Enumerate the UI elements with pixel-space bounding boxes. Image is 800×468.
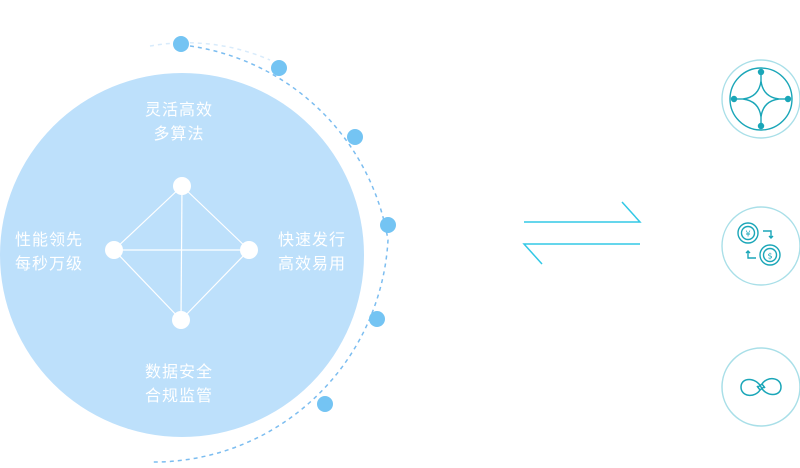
label-performance: 性能领先 每秒万级 bbox=[0, 228, 109, 276]
exchange-arrows-icon bbox=[522, 201, 642, 265]
orbit-dot bbox=[271, 60, 287, 76]
diamond-network-icon bbox=[721, 59, 800, 139]
orbit-dots bbox=[173, 36, 396, 412]
label-line: 数据安全 bbox=[144, 362, 213, 381]
label-line: 高效易用 bbox=[277, 254, 346, 273]
label-line: 每秒万级 bbox=[14, 254, 83, 273]
label-data-security: 数据安全 合规监管 bbox=[119, 360, 239, 408]
label-flexible-efficient: 灵活高效 多算法 bbox=[119, 98, 239, 146]
label-line: 多算法 bbox=[153, 124, 205, 143]
label-fast-issue: 快速发行 高效易用 bbox=[252, 228, 372, 276]
label-line: 快速发行 bbox=[277, 230, 346, 249]
orbit-dot bbox=[369, 311, 385, 327]
label-line: 性能领先 bbox=[14, 230, 83, 249]
node-right bbox=[240, 241, 258, 259]
svg-text:$: $ bbox=[767, 252, 772, 261]
diamond-network bbox=[113, 185, 250, 321]
node-left bbox=[105, 241, 123, 259]
outer-arc-top bbox=[149, 42, 271, 61]
node-top bbox=[173, 177, 191, 195]
outer-arc-right bbox=[149, 45, 389, 463]
label-line: 灵活高效 bbox=[144, 100, 213, 119]
orbit-dot bbox=[173, 36, 189, 52]
orbit-dot bbox=[380, 217, 396, 233]
outer-orbit bbox=[149, 42, 389, 463]
currency-exchange-icon: ¥ $ bbox=[721, 206, 800, 286]
svg-text:¥: ¥ bbox=[745, 230, 750, 239]
diamond-nodes bbox=[105, 177, 258, 329]
orbit-dot bbox=[317, 396, 333, 412]
node-bottom bbox=[172, 311, 190, 329]
loop-arrows-icon bbox=[721, 347, 800, 427]
orbit-dot bbox=[347, 129, 363, 145]
label-line: 合规监管 bbox=[144, 386, 213, 405]
